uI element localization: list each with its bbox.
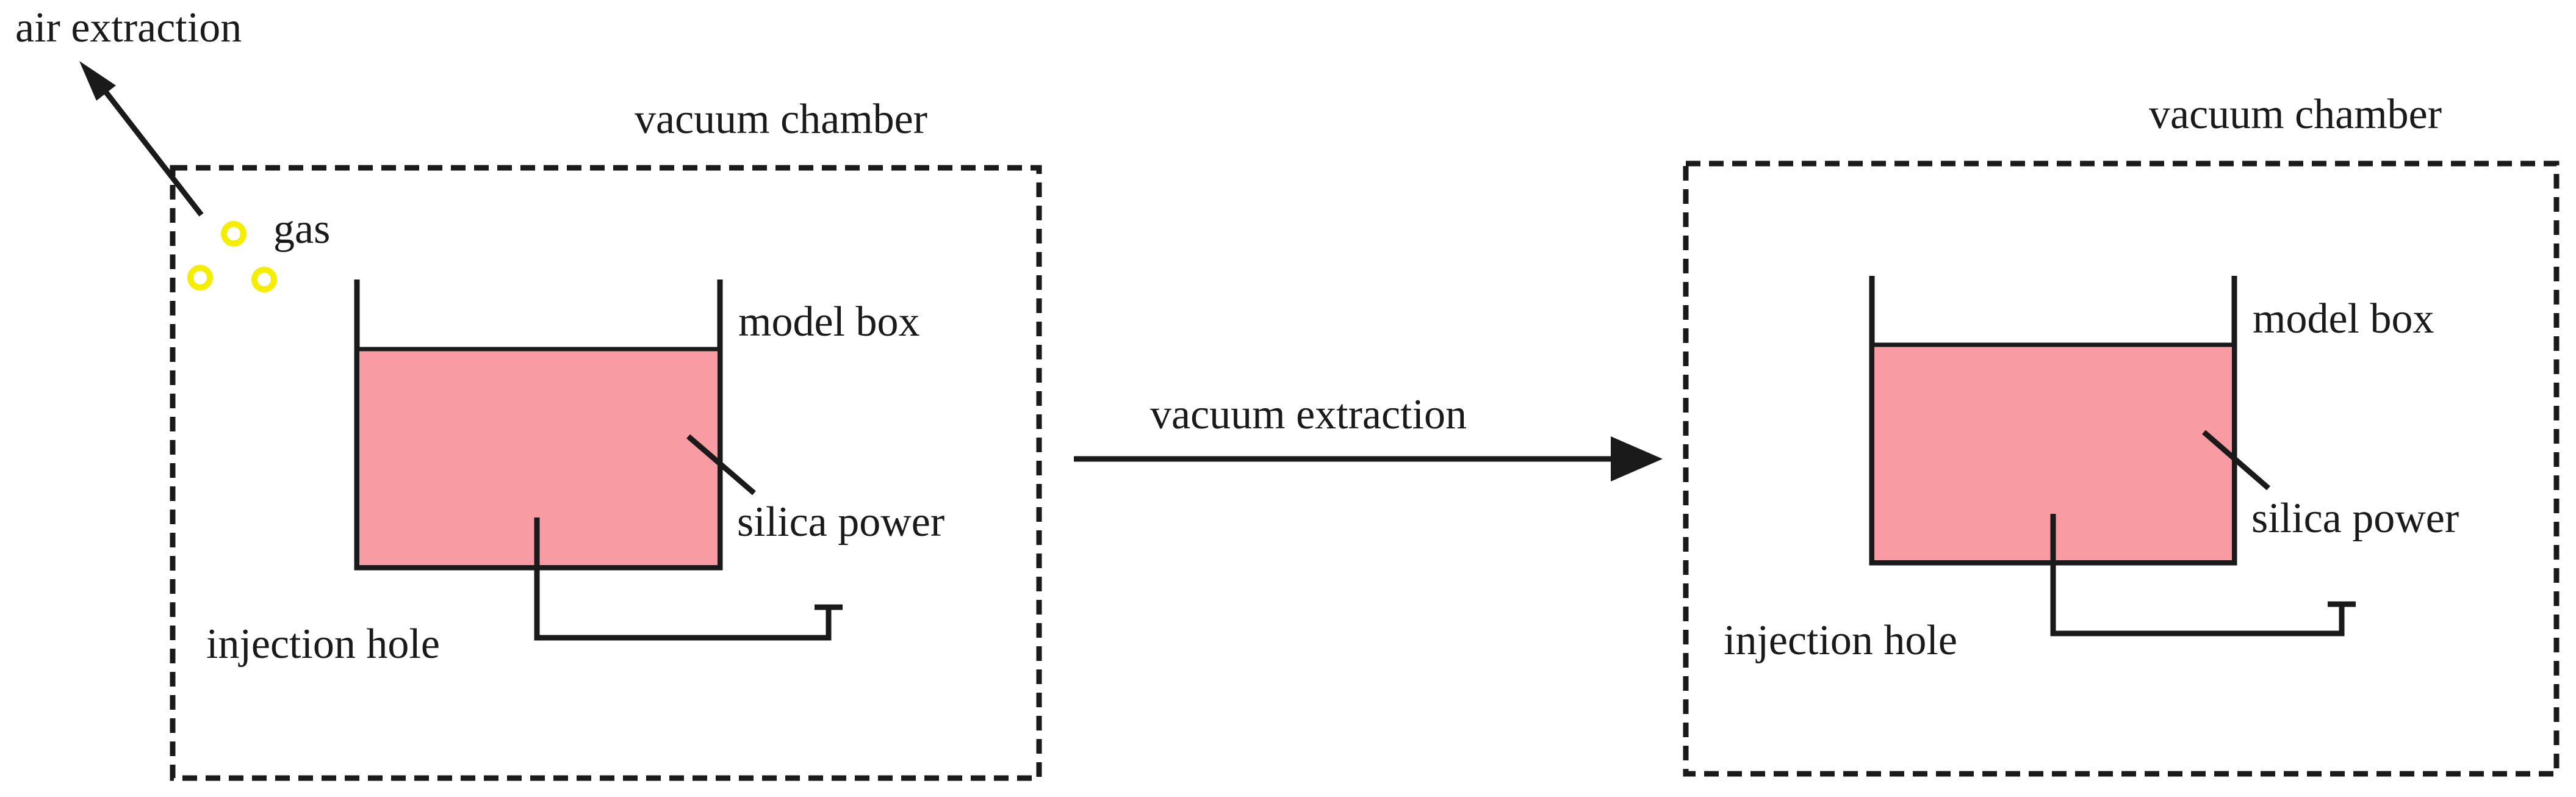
gas-bubble <box>221 221 246 247</box>
gas-label: gas <box>273 206 330 253</box>
injection-label-left: injection hole <box>206 621 440 668</box>
air-extraction-arrowhead <box>79 61 116 101</box>
gas-bubble <box>251 267 277 292</box>
silica-leader-left <box>686 434 756 496</box>
right-panel: vacuum chamber model box silica power in… <box>1683 91 2560 777</box>
left-panel: air extraction vacuum chamber gas model … <box>15 4 1042 781</box>
vacuum-extraction-step: vacuum extraction <box>1074 391 1663 481</box>
vacuum-chamber-label-left: vacuum chamber <box>635 96 927 143</box>
injection-pipe-left <box>534 518 832 641</box>
vacuum-chamber-right <box>1683 160 2560 777</box>
air-extraction-label: air extraction <box>15 4 242 51</box>
silica-leader-right <box>2202 430 2270 491</box>
vacuum-extraction-label: vacuum extraction <box>1150 391 1467 438</box>
gas-bubbles <box>187 221 277 292</box>
model-box-label-right: model box <box>2253 295 2434 342</box>
gas-bubble <box>187 265 213 290</box>
silica-label-left: silica power <box>737 499 944 546</box>
vacuum-chamber-label-right: vacuum chamber <box>2149 91 2442 138</box>
silica-label-right: silica power <box>2251 495 2459 542</box>
injection-pipe-right <box>2050 514 2345 637</box>
vacuum-extraction-arrowhead <box>1611 436 1663 481</box>
injection-label-right: injection hole <box>1724 617 1957 664</box>
air-extraction-arrow <box>88 70 204 217</box>
model-box-label-left: model box <box>738 298 919 345</box>
vacuum-chamber-left <box>170 165 1042 781</box>
